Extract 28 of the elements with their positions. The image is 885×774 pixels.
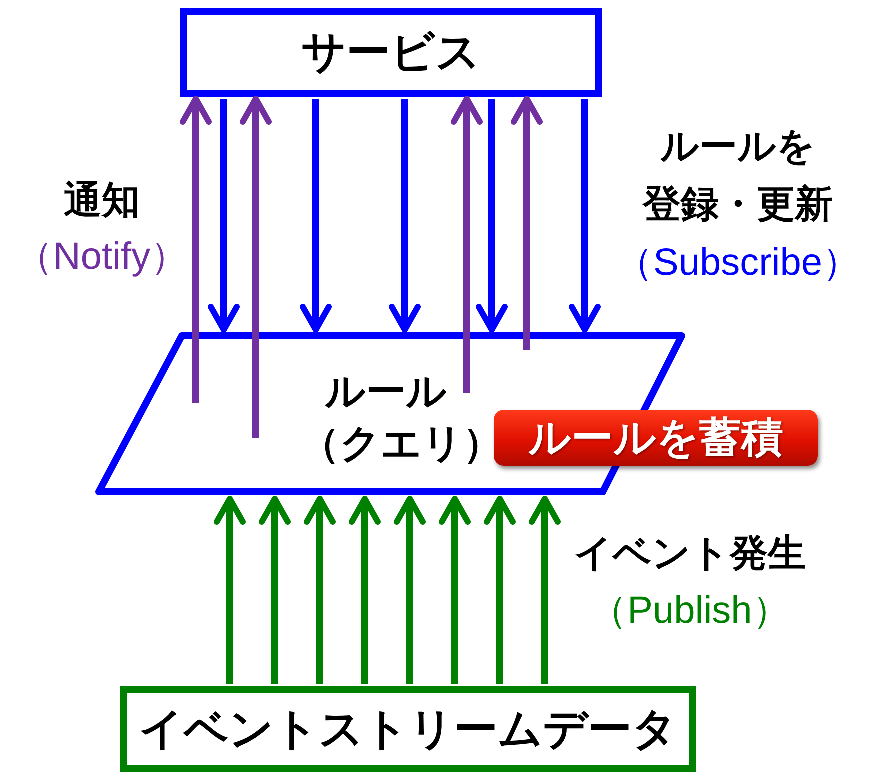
annotation-label: 通知 (64, 182, 140, 220)
arrow (484, 496, 516, 684)
arrow (240, 96, 272, 438)
arrow (259, 496, 291, 684)
arrow (439, 496, 471, 684)
arrow (529, 496, 561, 684)
annotation-label: 登録・更新 (643, 186, 833, 224)
arrow (214, 496, 246, 684)
arrow (569, 99, 601, 333)
arrow (511, 96, 543, 350)
annotation-label: ルールを (660, 128, 816, 166)
service-box: サービス (180, 8, 602, 97)
storage-banner: ルールを蓄積 (494, 410, 818, 466)
arrow (300, 99, 332, 333)
annotation-label: （Subscribe） (616, 244, 860, 282)
annotation-label: （Notify） (15, 238, 189, 276)
node-label: ルール (325, 372, 447, 412)
annotation-label: （Publish） (590, 592, 790, 630)
arrow (394, 496, 426, 684)
arrow (208, 99, 240, 333)
arrow (349, 496, 381, 684)
annotation-label: イベント発生 (574, 535, 806, 573)
data-stream-box: イベントストリームデータ (120, 686, 696, 772)
arrow (389, 99, 421, 333)
arrow (451, 96, 483, 393)
arrow (304, 496, 336, 684)
arrow (476, 99, 508, 333)
arrow (180, 96, 212, 403)
